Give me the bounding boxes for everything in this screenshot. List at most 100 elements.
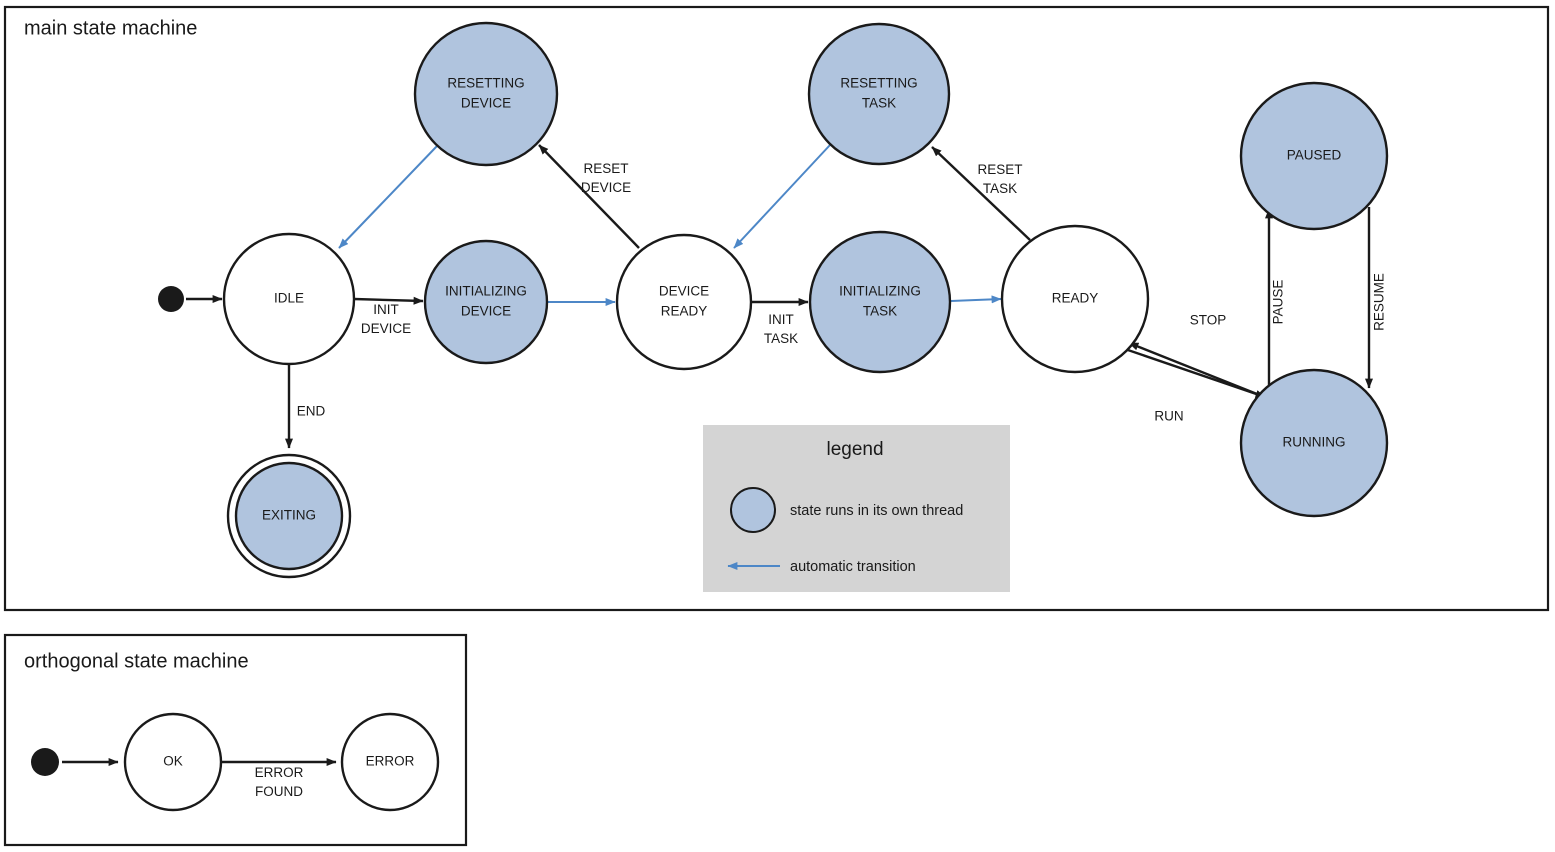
state-label-resetting-task-line: RESETTING xyxy=(840,76,917,91)
legend-item-label: state runs in its own thread xyxy=(790,503,963,519)
transition-label-t-idle-initdev-line: INIT xyxy=(373,302,399,317)
state-idle[interactable]: IDLE xyxy=(222,232,356,366)
state-ready[interactable]: READY xyxy=(1000,224,1150,374)
legend-thread-swatch-icon xyxy=(730,487,776,533)
transition-label-t-idle-initdev-line: DEVICE xyxy=(361,321,411,336)
state-label-error-line: ERROR xyxy=(366,754,415,769)
state-circle[interactable] xyxy=(615,233,753,371)
state-circle[interactable] xyxy=(808,230,952,374)
state-label-exiting: EXITING xyxy=(262,508,316,523)
transition-label-t-idle-exiting-line: END xyxy=(297,404,326,419)
transition-t-ok-error: ERROR FOUND xyxy=(221,758,337,799)
state-label-idle: IDLE xyxy=(274,291,304,306)
state-label-resetting-device-line: RESETTING xyxy=(447,76,524,91)
state-resetting-device[interactable]: RESETTING DEVICE xyxy=(413,21,559,167)
transition-arrow xyxy=(1128,341,1263,398)
transition-t-inittask-ready xyxy=(950,295,1002,304)
transition-t-running-paused: PAUSE xyxy=(1265,208,1286,396)
state-circle[interactable] xyxy=(1239,368,1389,518)
transition-label-t-ready-resettask-line: RESET xyxy=(977,162,1022,177)
transition-label-t-devready-resetdev-line: RESET xyxy=(583,161,628,176)
state-paused[interactable]: PAUSED xyxy=(1239,81,1389,231)
transition-label-t-running-paused: PAUSE xyxy=(1271,280,1286,325)
transition-arrow xyxy=(733,144,831,249)
state-label-resetting-device: RESETTING DEVICE xyxy=(447,76,524,111)
transition-label-t-ready-resettask-line: TASK xyxy=(983,181,1017,196)
transition-label-t-running-paused-line: PAUSE xyxy=(1271,280,1286,325)
state-label-ready-line: READY xyxy=(1052,291,1099,306)
initial-state-dot[interactable] xyxy=(31,748,59,776)
state-error[interactable]: ERROR xyxy=(340,712,440,812)
transition-label-t-idle-initdev: INIT DEVICE xyxy=(361,302,411,336)
state-label-paused-line: PAUSED xyxy=(1287,148,1342,163)
state-circle[interactable] xyxy=(1239,81,1389,231)
state-label-exiting-line: EXITING xyxy=(262,508,316,523)
state-label-running: RUNNING xyxy=(1283,435,1346,450)
transition-label-t-running-ready: STOP xyxy=(1190,313,1227,328)
transition-label-t-idle-exiting: END xyxy=(297,404,326,419)
transition-label-t-ready-running-line: RUN xyxy=(1154,409,1183,424)
transition-t-idle-exiting: END xyxy=(285,364,326,449)
transition-t-resettask-devready xyxy=(733,144,831,249)
state-label-device-ready-line: DEVICE xyxy=(659,284,709,299)
transition-label-t-ready-running: RUN xyxy=(1154,409,1183,424)
transition-arrow xyxy=(950,295,1002,304)
transition-t-devready-resetdev: RESET DEVICE xyxy=(538,144,640,249)
transition-label-t-devready-inittask-line: TASK xyxy=(764,331,798,346)
state-ok[interactable]: OK xyxy=(123,712,223,812)
state-circle[interactable] xyxy=(123,712,223,812)
state-label-resetting-task: RESETTING TASK xyxy=(840,76,917,111)
state-label-ok-line: OK xyxy=(163,754,183,769)
transition-t-resetdev-idle xyxy=(338,145,438,249)
transition-t-running-ready: STOP xyxy=(1128,313,1263,398)
state-circle[interactable] xyxy=(340,712,440,812)
transition-t-paused-running: RESUME xyxy=(1365,207,1387,389)
state-label-error: ERROR xyxy=(366,754,415,769)
state-label-paused: PAUSED xyxy=(1287,148,1342,163)
state-label-ok: OK xyxy=(163,754,183,769)
state-circle[interactable] xyxy=(423,239,549,365)
transition-label-t-devready-resetdev-line: DEVICE xyxy=(581,180,631,195)
transition-label-t-ready-resettask: RESET TASK xyxy=(977,162,1022,196)
state-initializing-task[interactable]: INITIALIZING TASK xyxy=(808,230,952,374)
container-title-main: main state machine xyxy=(24,17,197,39)
transition-arrow xyxy=(538,144,640,249)
state-label-ready: READY xyxy=(1052,291,1099,306)
transition-label-t-ok-error-line: ERROR xyxy=(255,765,304,780)
state-label-initializing-task: INITIALIZING TASK xyxy=(839,284,921,319)
transition-t-ready-resettask: RESET TASK xyxy=(931,146,1031,241)
state-label-initializing-device-line: DEVICE xyxy=(461,304,511,319)
transition-label-t-paused-running: RESUME xyxy=(1372,273,1387,331)
state-label-initializing-task-line: INITIALIZING xyxy=(839,284,921,299)
state-label-initializing-task-line: TASK xyxy=(863,304,897,319)
transition-label-t-ok-error-line: FOUND xyxy=(255,784,303,799)
state-label-running-line: RUNNING xyxy=(1283,435,1346,450)
state-circle[interactable] xyxy=(807,22,951,166)
legend-title: legend xyxy=(826,439,883,460)
state-label-idle-line: IDLE xyxy=(274,291,304,306)
transition-label-t-ok-error: ERROR FOUND xyxy=(255,765,304,799)
transition-arrow xyxy=(931,146,1031,241)
transition-label-t-paused-running-line: RESUME xyxy=(1372,273,1387,331)
state-circle[interactable] xyxy=(413,21,559,167)
initial-state-dot[interactable] xyxy=(158,286,184,312)
state-circle[interactable] xyxy=(234,461,344,571)
state-circle[interactable] xyxy=(222,232,356,366)
state-label-resetting-device-line: DEVICE xyxy=(461,96,511,111)
state-label-resetting-task-line: TASK xyxy=(862,96,896,111)
state-resetting-task[interactable]: RESETTING TASK xyxy=(807,22,951,166)
state-circle[interactable] xyxy=(1000,224,1150,374)
state-running[interactable]: RUNNING xyxy=(1239,368,1389,518)
transition-label-t-devready-resetdev: RESET DEVICE xyxy=(581,161,631,195)
state-exiting[interactable]: EXITING xyxy=(226,453,352,579)
